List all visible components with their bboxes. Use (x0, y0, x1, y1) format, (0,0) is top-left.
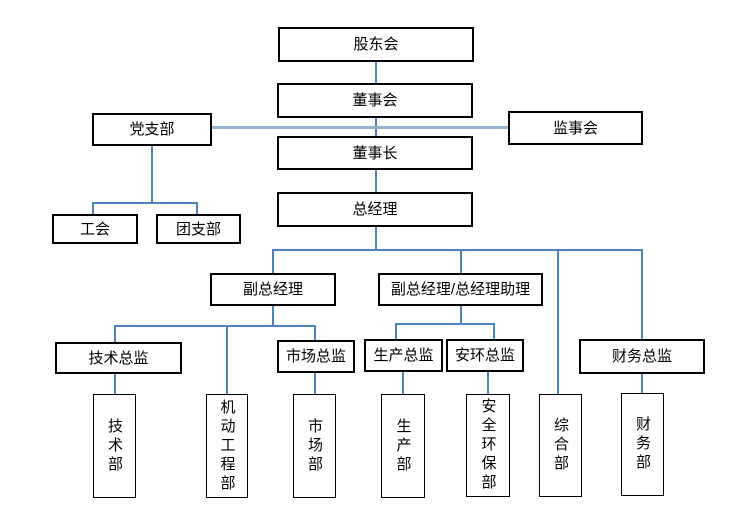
connector-deputy-gm-down (272, 306, 274, 327)
node-mech-engineering-dept: 机动工程部 (206, 394, 248, 498)
connector-to-labor-union (92, 202, 94, 215)
node-finance-director: 财务总监 (579, 339, 705, 374)
connector-finance-dept (641, 374, 643, 394)
connector-production-dept (402, 372, 404, 395)
node-finance-dept: 财务部 (621, 393, 664, 496)
connector-to-production-director (395, 323, 397, 340)
node-technical-dept: 技术部 (93, 394, 136, 498)
connector-to-gm-assistant (460, 249, 462, 274)
node-party-branch: 党支部 (92, 113, 212, 146)
node-board-of-directors: 董事会 (277, 83, 473, 118)
connector-safety-env-dept (487, 372, 489, 395)
node-deputy-general-manager: 副总经理 (210, 273, 336, 306)
connector-to-marketing-director (314, 325, 316, 341)
connector-to-finance-director (641, 249, 643, 340)
connector-party-branch-bar (93, 202, 198, 204)
connector-gm-bar (272, 249, 643, 251)
connector-to-technical-director (114, 325, 116, 343)
connector-gm-assistant-bar (395, 323, 495, 325)
connector-gm-down (375, 227, 377, 250)
connector-to-general-affairs (557, 249, 559, 395)
node-production-dept: 生产部 (381, 394, 425, 498)
connector-marketing-dept (314, 373, 316, 395)
node-general-affairs-dept: 综合部 (539, 394, 582, 497)
connector-to-safety-director (493, 323, 495, 340)
node-technical-director: 技术总监 (55, 342, 182, 374)
node-marketing-dept: 市场部 (293, 394, 336, 498)
node-supervisory-board: 监事会 (508, 111, 643, 145)
node-production-director: 生产总监 (364, 339, 443, 372)
node-labor-union: 工会 (52, 214, 138, 244)
connector-shareholders-board (375, 62, 377, 84)
node-deputy-gm-assistant: 副总经理/总经理助理 (378, 273, 543, 306)
connector-deputy-gm-bar (114, 325, 316, 327)
connector-to-mech-engineering (226, 325, 228, 395)
connector-party-supervisory (212, 126, 508, 129)
node-youth-league-branch: 团支部 (156, 214, 241, 244)
node-safety-env-director: 安环总监 (446, 339, 524, 372)
connector-technical-dept (114, 374, 116, 395)
node-marketing-director: 市场总监 (277, 340, 355, 373)
connector-gm-assistant-down (460, 306, 462, 325)
connector-to-youth-league (196, 202, 198, 215)
node-safety-env-dept: 安全环保部 (466, 394, 510, 497)
connector-to-deputy-gm (272, 249, 274, 274)
node-chairman: 董事长 (277, 136, 473, 170)
connector-chairman-gm (375, 170, 377, 192)
node-shareholders-meeting: 股东会 (278, 27, 474, 62)
connector-party-down (151, 146, 153, 204)
node-general-manager: 总经理 (277, 192, 473, 227)
